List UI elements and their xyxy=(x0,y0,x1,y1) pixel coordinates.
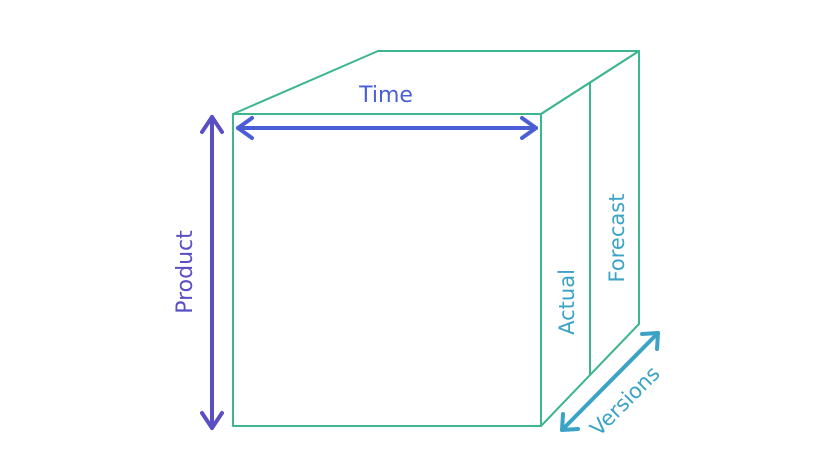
time-arrow-right-head xyxy=(520,116,538,140)
versions-arrow-top-head xyxy=(640,331,660,351)
cube xyxy=(232,50,640,427)
cube-right-face xyxy=(540,50,640,427)
time-arrow-left-head xyxy=(236,116,254,140)
versions-label: Versions xyxy=(585,361,664,440)
cube-front-face xyxy=(232,113,542,427)
cube-top-face xyxy=(232,50,640,115)
forecast-label: Forecast xyxy=(605,194,629,283)
versions-arrow xyxy=(560,331,660,432)
product-label: Product xyxy=(173,230,198,314)
time-label: Time xyxy=(358,83,413,108)
product-arrow-top-head xyxy=(200,115,224,134)
product-arrow xyxy=(200,115,224,430)
versions-arrow-bottom-head xyxy=(560,412,580,432)
time-arrow xyxy=(236,116,538,140)
actual-label: Actual xyxy=(555,269,579,335)
product-arrow-bottom-head xyxy=(200,411,224,430)
